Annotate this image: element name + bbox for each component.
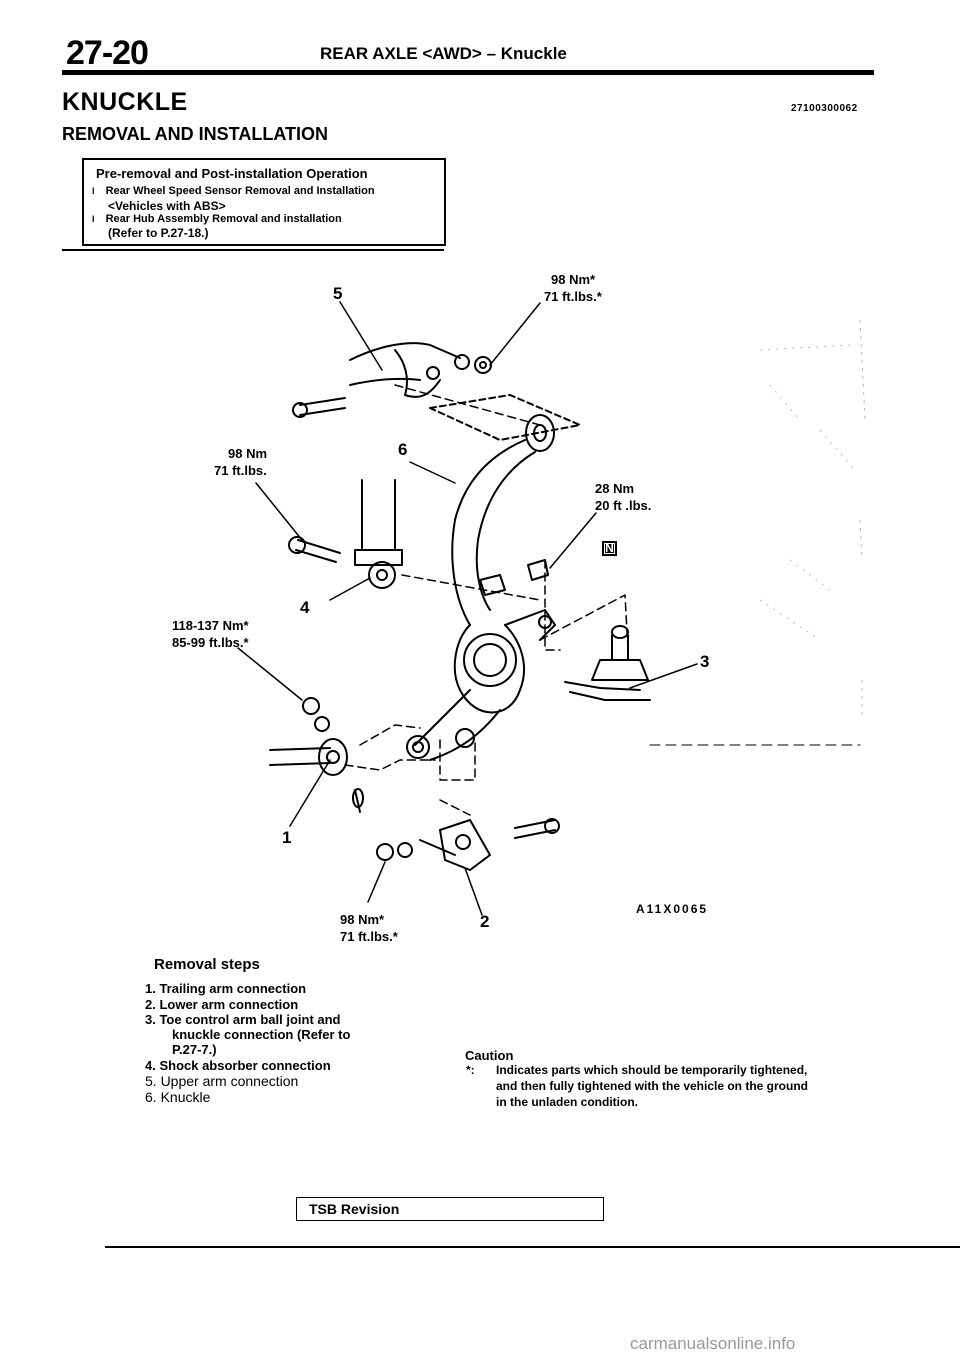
removal-step: 1. Trailing arm connection (145, 981, 307, 996)
operation-item-continuation: (Refer to P.27-18.) (108, 226, 209, 240)
removal-step-continuation: knuckle connection (Refer to (172, 1027, 351, 1042)
document-code: 27100300062 (791, 103, 858, 114)
torque-metric: 98 Nm (228, 446, 268, 461)
operation-item-text: Rear Hub Assembly Removal and installati… (105, 213, 342, 225)
torque-metric: 98 Nm* (551, 272, 596, 287)
operation-item: l Rear Wheel Speed Sensor Removal and In… (92, 185, 375, 197)
torque-imperial: 20 ft .lbs. (595, 498, 652, 513)
caution-line: and then fully tightened with the vehicl… (496, 1079, 808, 1093)
new-part-marker: N (602, 541, 617, 556)
bullet-icon: l (92, 186, 95, 196)
torque-label-trailing-arm: 118-137 Nm* 85-99 ft.lbs.* (172, 618, 249, 650)
torque-label-toe-control-arm: 28 Nm 20 ft .lbs. (595, 481, 651, 513)
tsb-revision-label: TSB Revision (309, 1201, 400, 1217)
torque-imperial: 71 ft.lbs.* (544, 289, 602, 304)
operation-box: Pre-removal and Post-installation Operat… (82, 158, 446, 246)
removal-step: 6. Knuckle (145, 1089, 211, 1105)
torque-metric: 98 Nm* (340, 912, 385, 927)
torque-label-lower-arm: 98 Nm* 71 ft.lbs.* (340, 912, 398, 944)
torque-imperial: 71 ft.lbs. (214, 463, 267, 478)
caution-line: in the unladen condition. (496, 1095, 638, 1109)
operation-item-continuation: <Vehicles with ABS> (108, 199, 226, 213)
removal-step: 4. Shock absorber connection (145, 1058, 331, 1073)
operation-item: l Rear Hub Assembly Removal and installa… (92, 213, 342, 225)
operation-item-text: Rear Wheel Speed Sensor Removal and Inst… (105, 185, 375, 197)
torque-label-shock-absorber: 98 Nm 71 ft.lbs. (214, 446, 268, 478)
torque-imperial: 85-99 ft.lbs.* (172, 635, 249, 650)
bullet-icon: l (92, 214, 95, 224)
caution-title: Caution (465, 1048, 514, 1063)
subsection-title: REMOVAL AND INSTALLATION (62, 124, 328, 144)
watermark[interactable]: carmanualsonline.info (630, 1334, 796, 1353)
footer-rule (105, 1246, 960, 1248)
operation-box-heading: Pre-removal and Post-installation Operat… (96, 166, 368, 181)
callout-4: 4 (300, 598, 310, 617)
callout-2: 2 (480, 912, 490, 931)
callout-5: 5 (333, 284, 343, 303)
torque-imperial: 71 ft.lbs.* (340, 929, 398, 944)
caution-marker: *: (466, 1063, 475, 1077)
knuckle-exploded-diagram (237, 301, 866, 916)
header-title: REAR AXLE <AWD> – Knuckle (320, 44, 567, 63)
torque-label-upper-arm: 98 Nm* 71 ft.lbs.* (544, 272, 602, 304)
caution-line: Indicates parts which should be temporar… (496, 1063, 808, 1077)
tsb-revision-box: TSB Revision (296, 1197, 604, 1221)
header-rule (62, 70, 874, 75)
torque-metric: 28 Nm (595, 481, 635, 496)
callout-6: 6 (398, 440, 408, 459)
torque-metric: 118-137 Nm* (172, 618, 249, 633)
removal-steps-heading: Removal steps (154, 956, 260, 973)
callout-1: 1 (282, 828, 292, 847)
removal-step: 3. Toe control arm ball joint and (145, 1012, 341, 1027)
operation-box-underline (62, 249, 444, 251)
removal-step-continuation: P.27-7.) (172, 1042, 217, 1057)
section-title: KNUCKLE (62, 88, 188, 116)
removal-step: 5. Upper arm connection (145, 1073, 299, 1089)
removal-step: 2. Lower arm connection (145, 997, 299, 1012)
callout-3: 3 (700, 652, 710, 671)
figure-code: A11X0065 (636, 902, 709, 916)
page-number: 27-20 (66, 34, 149, 72)
